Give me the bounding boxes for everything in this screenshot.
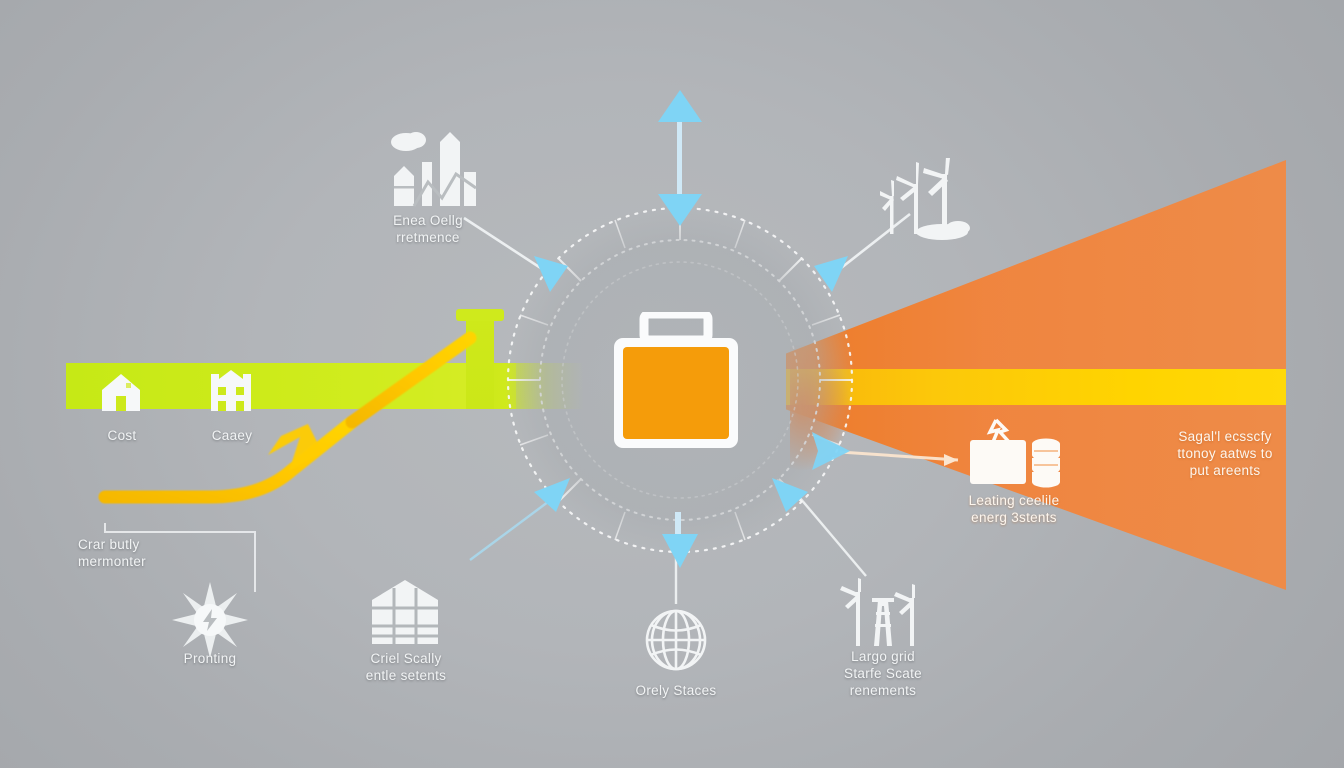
- globe-icon: [644, 608, 708, 672]
- building-grid-icon: [368, 578, 442, 646]
- cost-capacity-riser-cap: [456, 309, 504, 321]
- sun-burst-icon: [172, 582, 248, 658]
- cost-capacity-riser: [466, 309, 494, 409]
- arrow-southeast: [766, 470, 814, 523]
- arrow-south: [658, 512, 702, 577]
- cost-capacity-band: [66, 363, 516, 409]
- battery-bank-icon: [966, 418, 1062, 490]
- scaling-funnel-yellow-band: [786, 369, 1286, 405]
- wind-grid-icon: [834, 578, 932, 648]
- arrow-east: [806, 428, 856, 479]
- duplex-house-icon: [207, 368, 255, 412]
- arrow-southwest: [528, 470, 576, 523]
- house-icon: [98, 370, 144, 412]
- arrow-northwest: [528, 250, 576, 303]
- battery-storage-icon: [610, 312, 742, 452]
- city-skyline-icon: [388, 128, 484, 208]
- arrow-northeast: [806, 250, 854, 303]
- wind-turbines-icon: [880, 158, 986, 240]
- arrow-north: [654, 88, 706, 233]
